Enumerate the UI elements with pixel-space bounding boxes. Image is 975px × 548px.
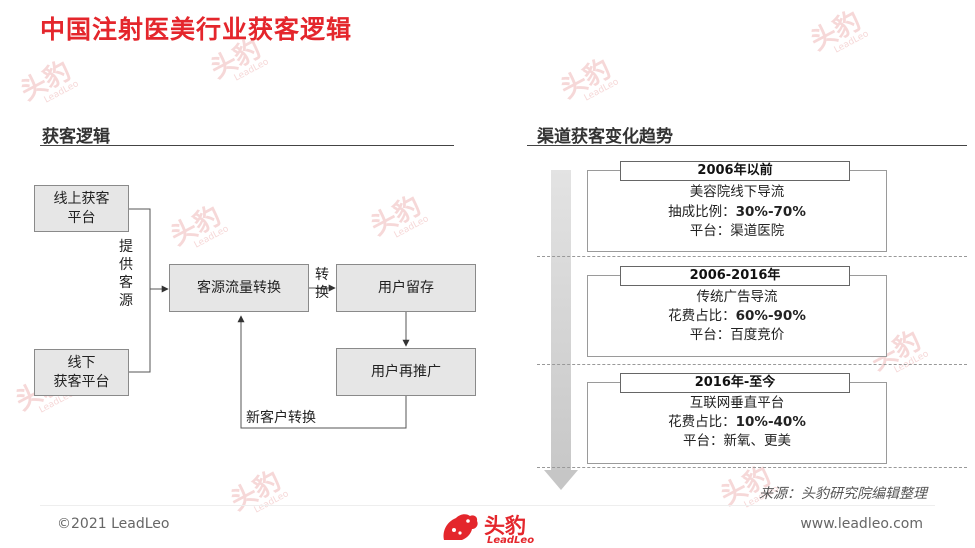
label-new-customer: 新客户转换 bbox=[246, 410, 316, 426]
trend-channel: 互联网垂直平台 bbox=[689, 395, 785, 411]
trend-channel: 传统广告导流 bbox=[696, 289, 778, 305]
divider-dashed bbox=[537, 467, 967, 468]
divider-dashed bbox=[537, 364, 967, 365]
node-user-retention: 用户留存 bbox=[336, 264, 476, 312]
node-traffic-conversion: 客源流量转换 bbox=[169, 264, 309, 312]
footer-divider bbox=[40, 505, 935, 506]
leopard-icon bbox=[443, 514, 478, 540]
trend-platform: 平台：渠道医院 bbox=[689, 223, 785, 239]
section-divider bbox=[527, 145, 967, 146]
trend-platform: 平台：新氧、更美 bbox=[683, 433, 791, 449]
connector-loop-back bbox=[237, 315, 407, 429]
divider-dashed bbox=[537, 256, 967, 257]
footer-copyright: ©2021 LeadLeo bbox=[57, 516, 170, 532]
logo-text-cn: 头豹 bbox=[484, 514, 526, 538]
trend-ratio: 抽成比例：30%-70% bbox=[668, 204, 806, 220]
trend-ratio: 花费占比：60%-90% bbox=[668, 308, 806, 324]
node-offline-platform: 线下获客平台 bbox=[34, 349, 129, 396]
node-online-platform: 线上获客平台 bbox=[34, 185, 129, 232]
footer-website[interactable]: www.leadleo.com bbox=[800, 516, 923, 532]
trend-channel: 美容院线下导流 bbox=[689, 184, 785, 200]
logo-text-en: LeadLeo bbox=[487, 535, 535, 546]
trend-ratio: 花费占比：10%-40% bbox=[668, 414, 806, 430]
timeline-arrow-shaft bbox=[551, 170, 571, 470]
trend-period: 2016年-至今 bbox=[620, 373, 850, 393]
label-supply-source: 提供客源 bbox=[119, 239, 133, 309]
trend-period: 2006年以前 bbox=[620, 161, 850, 181]
page-title: 中国注射医美行业获客逻辑 bbox=[40, 15, 353, 44]
section-title-trend: 渠道获客变化趋势 bbox=[537, 127, 673, 147]
section-title-logic: 获客逻辑 bbox=[42, 127, 110, 147]
timeline-arrow-head bbox=[544, 470, 578, 490]
connector-online bbox=[129, 208, 151, 373]
trend-period: 2006-2016年 bbox=[620, 266, 850, 286]
node-user-repromote: 用户再推广 bbox=[336, 348, 476, 396]
section-divider bbox=[40, 145, 454, 146]
source-note: 来源：头豹研究院编辑整理 bbox=[759, 486, 927, 502]
trend-card bbox=[587, 170, 887, 252]
brand-logo: 头豹 LeadLeo bbox=[440, 508, 540, 548]
trend-platform: 平台：百度竞价 bbox=[689, 327, 785, 343]
label-convert: 转换 bbox=[315, 267, 329, 301]
